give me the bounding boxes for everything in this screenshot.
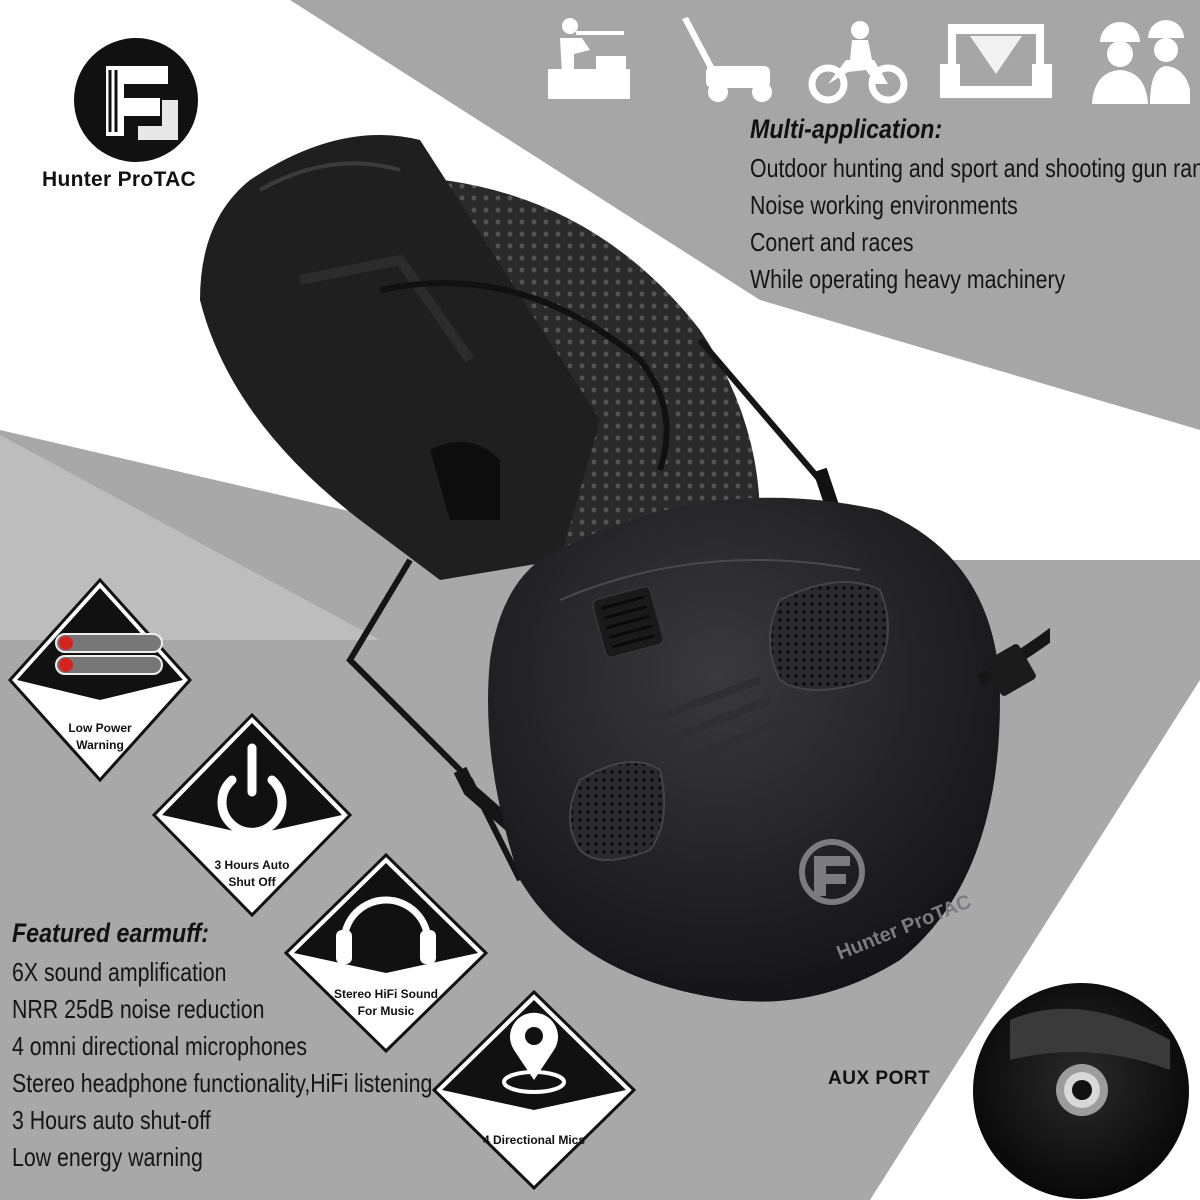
application-item: Noise working environments: [750, 190, 1018, 220]
concert-stage-icon: [940, 24, 1052, 98]
feature-item: 4 omni directional microphones: [12, 1031, 308, 1061]
top-gray-panel: [290, 0, 1200, 430]
badge-label-line: Warning: [76, 738, 124, 752]
badge-directional-mics-label: 4 Directional Mics: [474, 1132, 594, 1149]
microphone-grill-lower: [569, 761, 666, 861]
aux-jack-icon: [1056, 1064, 1108, 1116]
badge-label-line: Shut Off: [228, 875, 276, 889]
feature-item: 3 Hours auto shut-off: [12, 1105, 211, 1135]
application-icons: [548, 17, 1190, 104]
features-list: 6X sound amplification NRR 25dB noise re…: [12, 954, 432, 1176]
feature-item: Low energy warning: [12, 1142, 203, 1172]
power-icon: [217, 743, 287, 837]
lawnmower-icon: [682, 17, 772, 102]
brand-logo: [74, 38, 198, 162]
location-pin-icon: [502, 1012, 566, 1094]
application-item: Outdoor hunting and sport and shooting g…: [750, 153, 1200, 183]
headphones-icon: [336, 896, 436, 964]
badge-stereo-hifi: [283, 852, 489, 1054]
applications-title: Multi-application:: [750, 114, 943, 144]
badge-label-line: Stereo HiFi Sound: [333, 987, 438, 1001]
battery-icon: [55, 633, 163, 675]
badge-label-line: Low Power: [68, 721, 132, 735]
badge-auto-shutoff: [151, 712, 353, 918]
badge-directional-mics: [431, 989, 637, 1191]
features-title: Featured earmuff:: [12, 918, 209, 948]
headband-pad: [200, 135, 600, 580]
microphone-grill-upper: [769, 581, 889, 691]
badge-low-power-label: Low Power Warning: [50, 720, 150, 754]
aux-port-detail: [973, 983, 1189, 1199]
shooter-icon: [548, 18, 630, 99]
applications-list: Outdoor hunting and sport and shooting g…: [750, 150, 1200, 298]
badge-label-line: For Music: [357, 1004, 415, 1018]
application-item: Conert and races: [750, 227, 914, 257]
feature-item: NRR 25dB noise reduction: [12, 994, 265, 1024]
motocross-icon: [808, 21, 908, 104]
application-item: While operating heavy machinery: [750, 264, 1066, 294]
headband-clip: [430, 442, 500, 520]
earmuff-product-image: Hunter ProTAC: [200, 135, 1050, 1002]
feature-item: 6X sound amplification: [12, 957, 227, 987]
aux-port-label: AUX PORT: [828, 1068, 931, 1089]
badge-label-line: 4 Directional Mics: [482, 1133, 586, 1147]
badge-label-line: 3 Hours Auto: [214, 858, 290, 872]
badge-auto-shutoff-label: 3 Hours Auto Shut Off: [202, 857, 302, 891]
workers-icon: [1092, 20, 1190, 104]
badge-stereo-hifi-label: Stereo HiFi Sound For Music: [326, 986, 446, 1020]
cup-logo: [799, 839, 865, 905]
badge-low-power: [7, 577, 193, 783]
feature-item: Stereo headphone functionality,HiFi list…: [12, 1068, 433, 1098]
feature-badges: [7, 577, 637, 1191]
brand-name: Hunter ProTAC: [42, 168, 197, 191]
